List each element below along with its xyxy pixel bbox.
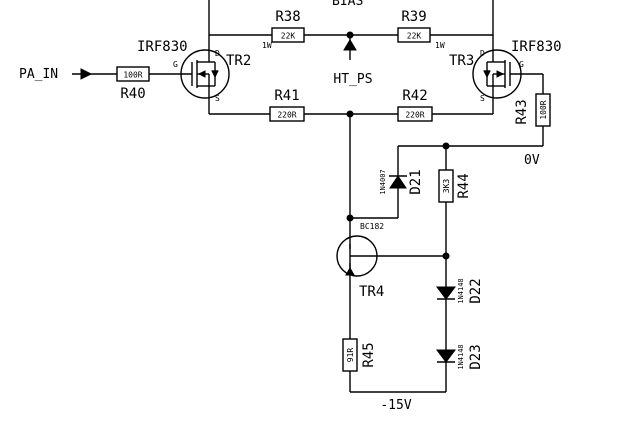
r41-ref: R41 (274, 88, 299, 104)
r44-ref: R44 (456, 173, 472, 198)
r42-ref: R42 (402, 88, 427, 104)
r43-ref: R43 (514, 99, 530, 124)
transistor-tr4 (336, 235, 378, 280)
tr3-gate-pin: G (519, 60, 524, 69)
tr4-type: BC182 (360, 222, 384, 231)
r40-value: 100R (123, 71, 142, 80)
tr3-drain-pin: D (480, 49, 485, 58)
r38-ref: R38 (275, 9, 300, 25)
mosfet-tr2 (180, 49, 230, 114)
tr3-source-pin: S (480, 94, 485, 103)
d21-type: 1N4007 (379, 169, 387, 194)
pa-in-arrow-icon (80, 68, 93, 80)
tr2-source-pin: S (215, 94, 220, 103)
r41-value: 220R (277, 111, 296, 120)
r43-value: 100R (539, 100, 548, 119)
r39-power: 1W (435, 41, 445, 50)
r39-ref: R39 (401, 9, 426, 25)
r42-value: 220R (405, 111, 424, 120)
diode-d21 (389, 175, 407, 189)
d22-ref: D22 (468, 278, 484, 303)
r38-value: 22K (281, 32, 296, 41)
tr2-type: IRF830 (137, 39, 188, 55)
tr4-ref: TR4 (359, 284, 384, 300)
tr2-gate-pin: G (173, 60, 178, 69)
ht-ps-label: HT_PS (333, 72, 372, 87)
neg15v-label: -15V (380, 398, 411, 413)
r45-value: 91R (346, 348, 355, 363)
r40-ref: R40 (120, 86, 145, 102)
zero-v-label: 0V (524, 153, 540, 168)
r44-value: 3K3 (442, 179, 451, 194)
d23-type: 1N4148 (457, 344, 465, 369)
pa-in-label: PA_IN (19, 67, 58, 82)
r38-power: 1W (262, 41, 272, 50)
tr3-type: IRF830 (511, 39, 562, 55)
d21-ref: D21 (408, 169, 424, 194)
mosfet-tr3 (472, 49, 522, 114)
d22-type: 1N4148 (457, 278, 465, 303)
diode-d22 (436, 286, 456, 300)
r39-value: 22K (407, 32, 422, 41)
ht-ps-arrow-icon (343, 39, 357, 51)
r45-ref: R45 (361, 342, 377, 367)
tr2-drain-pin: D (215, 49, 220, 58)
bias-label: BIAS (332, 0, 363, 9)
diode-d23 (436, 349, 456, 363)
tr3-ref: TR3 (449, 53, 474, 69)
tr2-ref: TR2 (226, 53, 251, 69)
d23-ref: D23 (468, 344, 484, 369)
